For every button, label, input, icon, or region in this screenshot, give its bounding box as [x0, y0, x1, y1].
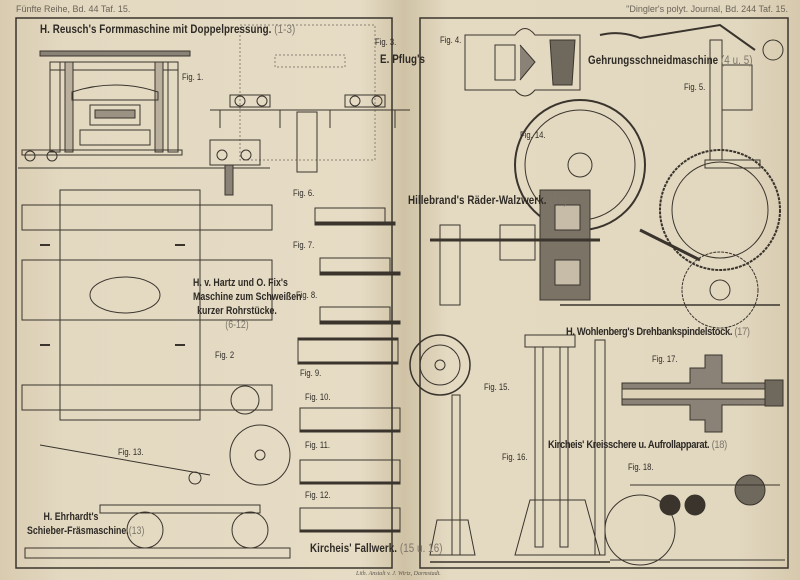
- title-text: Gehrungsschneidmaschine: [588, 55, 719, 67]
- title-line: H. Ehrhardt's: [43, 511, 99, 523]
- fig-label: Fig. 1.: [182, 72, 204, 82]
- title-pflug: E. Pflug's: [380, 54, 425, 66]
- fig-label: Fig. 12.: [305, 490, 331, 500]
- title-line: Maschine zum Schweißen: [193, 291, 302, 303]
- fig-label: Fig. 7.: [293, 240, 315, 250]
- title-text: H. Wohlenberg's Drehbankspindelstock.: [566, 326, 733, 338]
- fig14-drawing: [430, 99, 781, 329]
- fig-label: Fig. 17.: [652, 354, 678, 364]
- fig5-drawing: [599, 23, 784, 169]
- fig-label: Fig. 6.: [293, 188, 315, 198]
- fig15-16-drawing: [409, 334, 610, 563]
- fig3-drawing: [239, 24, 376, 161]
- fig-label: Fig. 9.: [300, 368, 322, 378]
- fig2-drawing: [21, 189, 273, 421]
- fig13-drawing: [24, 424, 291, 559]
- fig-label: Fig. 4.: [440, 35, 462, 45]
- fig-label: Fig. 10.: [305, 392, 331, 402]
- fig-label: Fig. 13.: [118, 447, 144, 457]
- title-wohlenberg: H. Wohlenberg's Drehbankspindelstock. (1…: [566, 326, 750, 338]
- fig18-drawing: [604, 474, 785, 566]
- fig-label: Fig. 5.: [684, 82, 706, 92]
- fig-label: Fig. 2: [215, 350, 235, 360]
- fig-label: Fig. 3.: [375, 37, 397, 47]
- figure-ref: (17): [734, 326, 750, 338]
- title-reusch: H. Reusch's Formmaschine mit Doppelpress…: [40, 24, 295, 36]
- title-text: Hillebrand's Räder-Walzwerk.: [408, 195, 547, 207]
- figure-ref: (1-3): [274, 24, 296, 36]
- fig6-12-drawings: [297, 207, 401, 533]
- title-line: H. v. Hartz und O. Fix's: [193, 277, 288, 289]
- figure-ref: (4 u. 5): [720, 55, 753, 67]
- fig3-rails: [209, 94, 410, 196]
- fig-label: Fig. 11.: [305, 440, 330, 450]
- lithographer-imprint: Lith. Anstalt v. J. Wirtz, Darmstadt.: [356, 571, 441, 577]
- fig-label: Fig. 8.: [296, 290, 318, 300]
- left-page-border: [15, 17, 393, 569]
- fig-label: Fig. 18.: [628, 462, 654, 472]
- title-line: Schieber-Fräsmaschine.: [27, 525, 129, 537]
- title-text: Kircheis' Fallwerk.: [310, 543, 398, 555]
- title-text: H. Reusch's Formmaschine mit Doppelpress…: [40, 24, 272, 36]
- title-hartz: H. v. Hartz und O. Fix's Maschine zum Sc…: [182, 276, 302, 332]
- title-text: Kircheis' Kreisschere u. Aufrollapparat.: [548, 439, 710, 451]
- title-hillebrand: Hillebrand's Räder-Walzwerk. (14): [408, 195, 567, 207]
- right-page-border: [419, 17, 789, 569]
- figure-ref: (14): [549, 195, 568, 207]
- fig4-drawing: [464, 28, 581, 97]
- figure-ref: (18): [711, 439, 728, 451]
- title-ehrhardt: H. Ehrhardt's Schieber-Fräsmaschine.(13): [16, 510, 144, 538]
- fig-label: Fig. 15.: [484, 382, 510, 392]
- header-right: "Dingler's polyt. Journal, Bd. 244 Taf. …: [626, 4, 788, 14]
- figure-ref: (13): [128, 525, 145, 537]
- title-kircheis-fallwerk: Kircheis' Fallwerk. (15 u. 16): [310, 543, 443, 555]
- figure-ref: (6-12): [225, 319, 249, 331]
- figure-ref: (15 u. 16): [399, 543, 443, 555]
- fig-label: Fig. 16.: [502, 452, 528, 462]
- title-kircheis-kreisschere: Kircheis' Kreisschere u. Aufrollapparat.…: [548, 439, 727, 451]
- header-left: Fünfte Reihe, Bd. 44 Taf. 15.: [16, 4, 131, 14]
- fig-label: Fig. 14.: [520, 130, 546, 140]
- title-gehrung: Gehrungsschneidmaschine (4 u. 5): [588, 55, 753, 67]
- fig17-drawing: [621, 354, 784, 433]
- title-line: kurzer Rohrstücke.: [197, 305, 277, 317]
